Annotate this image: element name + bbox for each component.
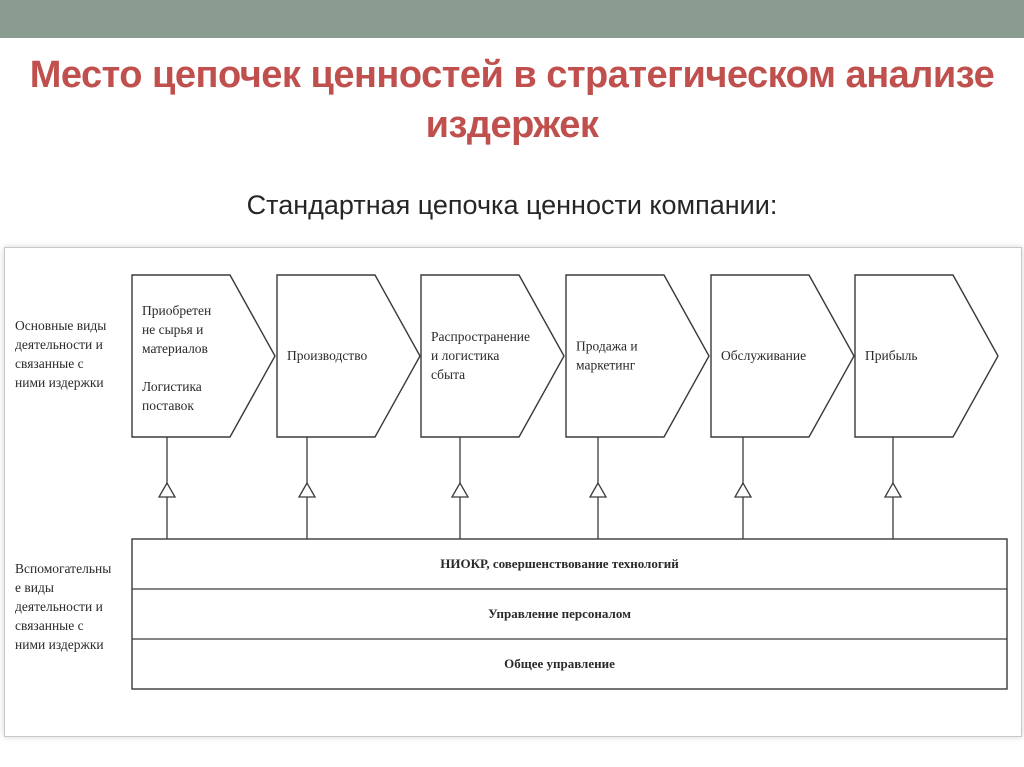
primary-activity-box-3	[420, 274, 565, 438]
primary-activity-label-5: Обслуживание	[721, 348, 806, 363]
primary-activity-box-6	[854, 274, 999, 438]
primary-activity-box-1	[131, 274, 276, 438]
connector-triangle-6	[883, 481, 903, 498]
primary-activity-label-2: Производство	[287, 348, 367, 363]
slide-title-line-1: Место цепочек ценностей в стратегическом…	[29, 54, 995, 96]
support-activities-table	[131, 538, 1008, 690]
primary-activity-box-5	[710, 274, 855, 438]
slide-title-line-2: издержек	[425, 104, 599, 146]
primary-activity-box-2	[276, 274, 421, 438]
top-decorative-bar	[0, 0, 1024, 38]
connector-triangle-4	[588, 481, 608, 498]
connector-triangle-3	[450, 481, 470, 498]
slide-title: Место цепочек ценностей в стратегическом…	[0, 50, 1024, 150]
connector-triangle-5	[733, 481, 753, 498]
slide-subtitle: Стандартная цепочка ценности компании:	[246, 190, 778, 220]
primary-activity-label-6: Прибыль	[865, 348, 918, 363]
primary-activity-box-4	[565, 274, 710, 438]
connector-triangle-1	[157, 481, 177, 498]
support-activity-label-1: НИОКР, совершенствование технологий	[440, 556, 679, 571]
support-activity-label-2: Управление персоналом	[488, 606, 631, 621]
support-activity-label-3: Общее управление	[504, 656, 615, 671]
connector-triangle-2	[297, 481, 317, 498]
